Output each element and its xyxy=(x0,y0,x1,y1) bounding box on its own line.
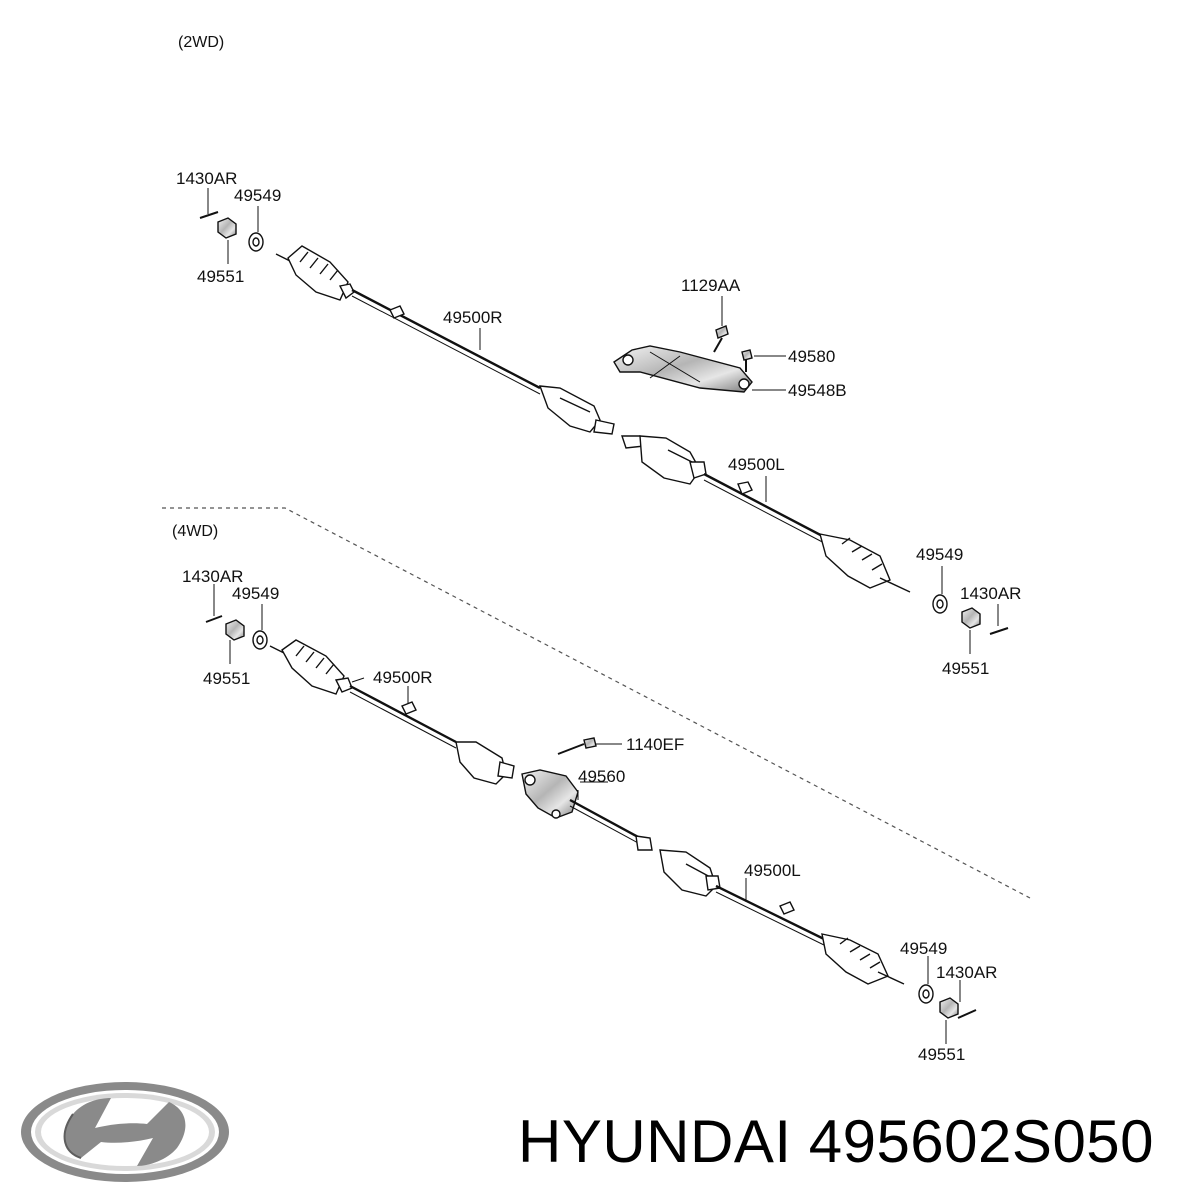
label-4wd-49551-left: 49551 xyxy=(918,1045,965,1064)
label-2wd-49551-right: 49551 xyxy=(197,267,244,286)
label-2wd-1430ar-left: 1430AR xyxy=(960,584,1021,603)
label-4wd-1430ar-right: 1430AR xyxy=(182,567,243,586)
label-4wd-49560: 49560 xyxy=(578,767,625,786)
label-2wd-1129aa: 1129AA xyxy=(681,276,741,295)
shaft-49500r-4wd xyxy=(269,639,515,785)
hardware-2wd xyxy=(199,211,1009,635)
hyundai-logo-icon xyxy=(21,1082,229,1182)
section-divider xyxy=(162,507,1031,899)
footer-title: HYUNDAI 495602S050 xyxy=(518,1107,1154,1176)
label-4wd-49500r: 49500R xyxy=(373,668,433,687)
shaft-49500l-4wd xyxy=(659,849,905,985)
assembly-2wd xyxy=(199,211,1009,635)
label-2wd-49548b: 49548B xyxy=(788,381,847,400)
label-4wd-49551-right: 49551 xyxy=(203,669,250,688)
label-4wd-49549-right: 49549 xyxy=(232,584,279,603)
label-4wd-1140ef: 1140EF xyxy=(626,735,684,754)
section-label-2wd: (2WD) xyxy=(178,34,224,51)
bearing-49560 xyxy=(521,769,653,851)
label-2wd-49500r: 49500R xyxy=(443,308,503,327)
section-label-4wd: (4WD) xyxy=(172,523,218,540)
assembly-4wd xyxy=(205,615,977,1019)
label-4wd-49549-left: 49549 xyxy=(900,939,947,958)
label-2wd-49551-left: 49551 xyxy=(942,659,989,678)
leaders-2wd xyxy=(207,188,999,654)
shaft-49500r-2wd xyxy=(275,245,615,435)
hardware-4wd xyxy=(205,615,977,1019)
shaft-49500l-2wd xyxy=(621,435,911,593)
label-2wd-1430ar-right: 1430AR xyxy=(176,169,237,188)
part-number: 495602S050 xyxy=(808,1108,1155,1175)
label-2wd-49580: 49580 xyxy=(788,347,835,366)
brand-name: HYUNDAI xyxy=(518,1108,792,1175)
label-2wd-49500l: 49500L xyxy=(728,455,785,474)
bracket-49548b xyxy=(613,345,753,393)
label-2wd-49549-right: 49549 xyxy=(234,186,281,205)
label-2wd-49549-left: 49549 xyxy=(916,545,963,564)
label-4wd-1430ar-left: 1430AR xyxy=(936,963,997,982)
leaders-4wd xyxy=(213,584,961,1044)
label-4wd-49500l: 49500L xyxy=(744,861,801,880)
